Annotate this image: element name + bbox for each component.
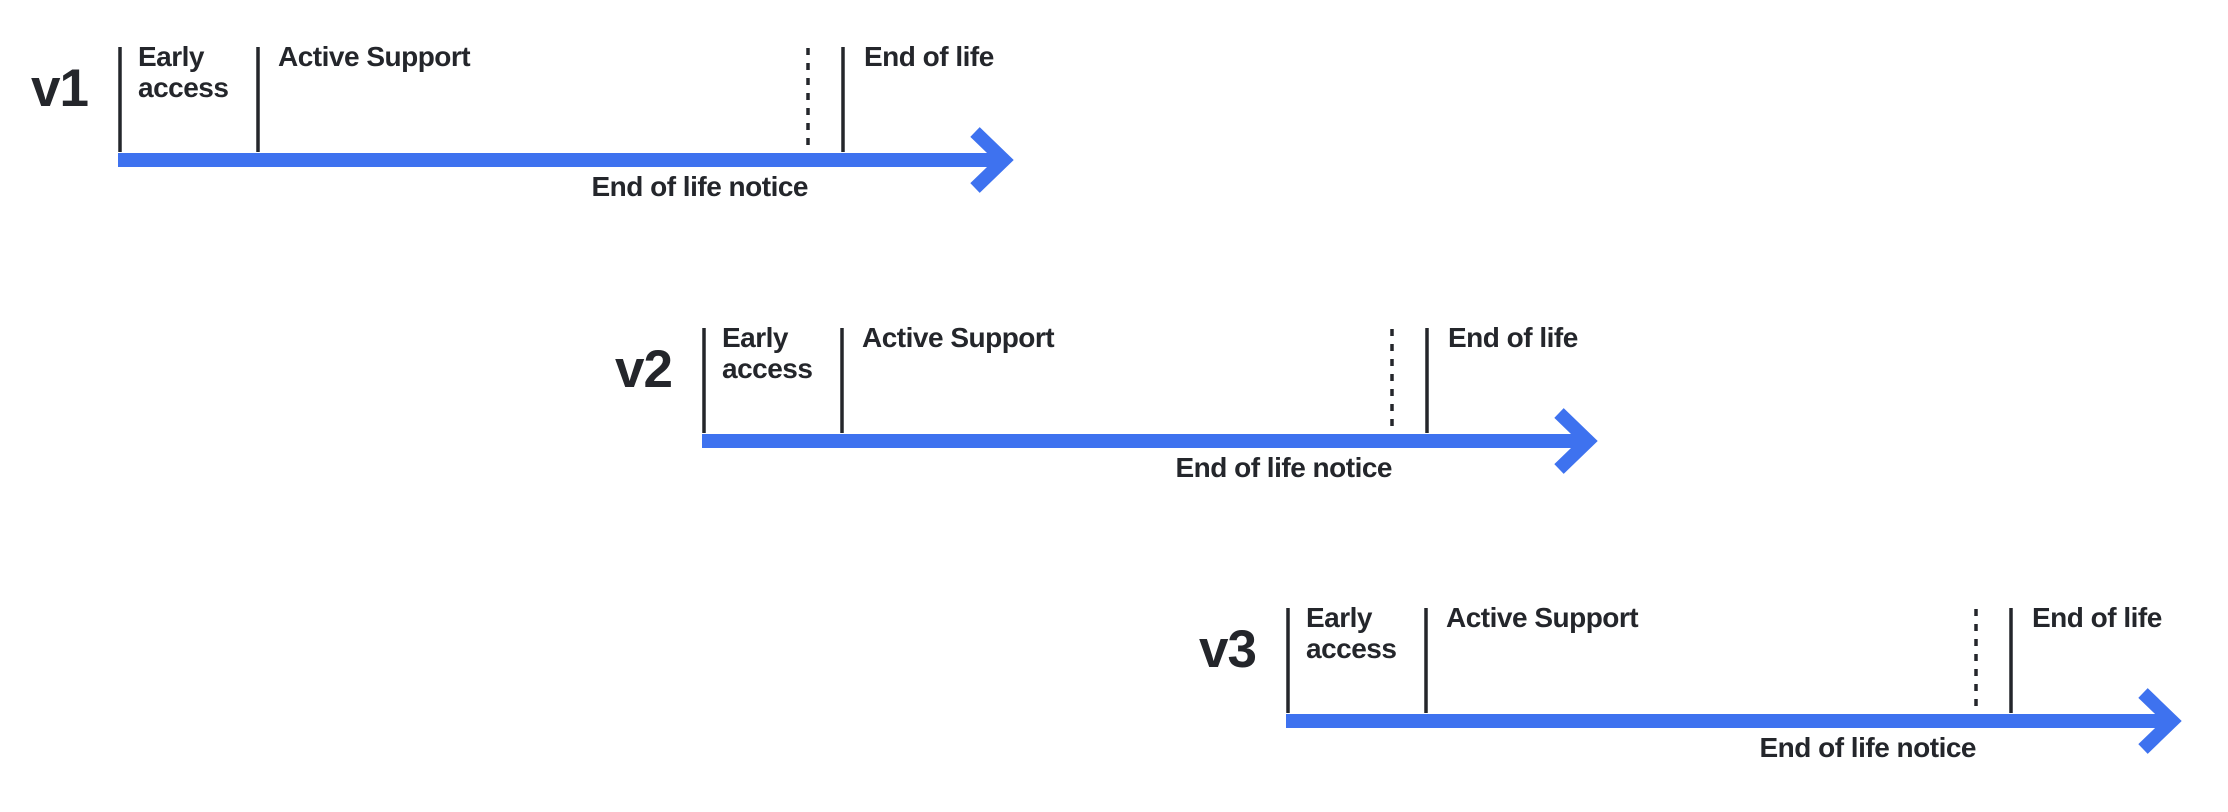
timeline-v2: v2 Early access Active Support End of li… bbox=[452, 322, 1632, 508]
early-access-label: Early access bbox=[722, 322, 813, 384]
version-label: v2 bbox=[615, 340, 673, 399]
arrowhead-chevron-icon bbox=[2138, 688, 2182, 754]
timeline-arrow-graphic bbox=[118, 47, 1014, 193]
arrow-shaft bbox=[118, 153, 995, 167]
end-of-life-notice-label: End of life notice bbox=[1175, 452, 1392, 483]
active-support-label: Active Support bbox=[1446, 602, 1639, 633]
early-access-label: Early access bbox=[138, 41, 229, 103]
end-of-life-label: End of life bbox=[1448, 322, 1578, 353]
arrow-shaft bbox=[1286, 714, 2163, 728]
end-of-life-label: End of life bbox=[2032, 602, 2162, 633]
end-of-life-notice-label: End of life notice bbox=[1759, 732, 1976, 763]
active-support-label: Active Support bbox=[862, 322, 1055, 353]
active-support-label: Active Support bbox=[278, 41, 471, 72]
timeline-arrow-graphic bbox=[702, 328, 1598, 474]
arrowhead-chevron-icon bbox=[1554, 408, 1598, 474]
timeline-v1: v1 Early access Active Support End of li… bbox=[0, 41, 1048, 227]
early-access-label: Early access bbox=[1306, 602, 1397, 664]
timeline-arrow-graphic bbox=[1286, 608, 2182, 754]
end-of-life-notice-label: End of life notice bbox=[591, 171, 808, 202]
version-label: v3 bbox=[1199, 620, 1257, 679]
timeline-v3: v3 Early access Active Support End of li… bbox=[1036, 602, 2216, 788]
end-of-life-label: End of life bbox=[864, 41, 994, 72]
version-label: v1 bbox=[31, 59, 89, 118]
arrow-shaft bbox=[702, 434, 1579, 448]
arrowhead-chevron-icon bbox=[970, 127, 1014, 193]
